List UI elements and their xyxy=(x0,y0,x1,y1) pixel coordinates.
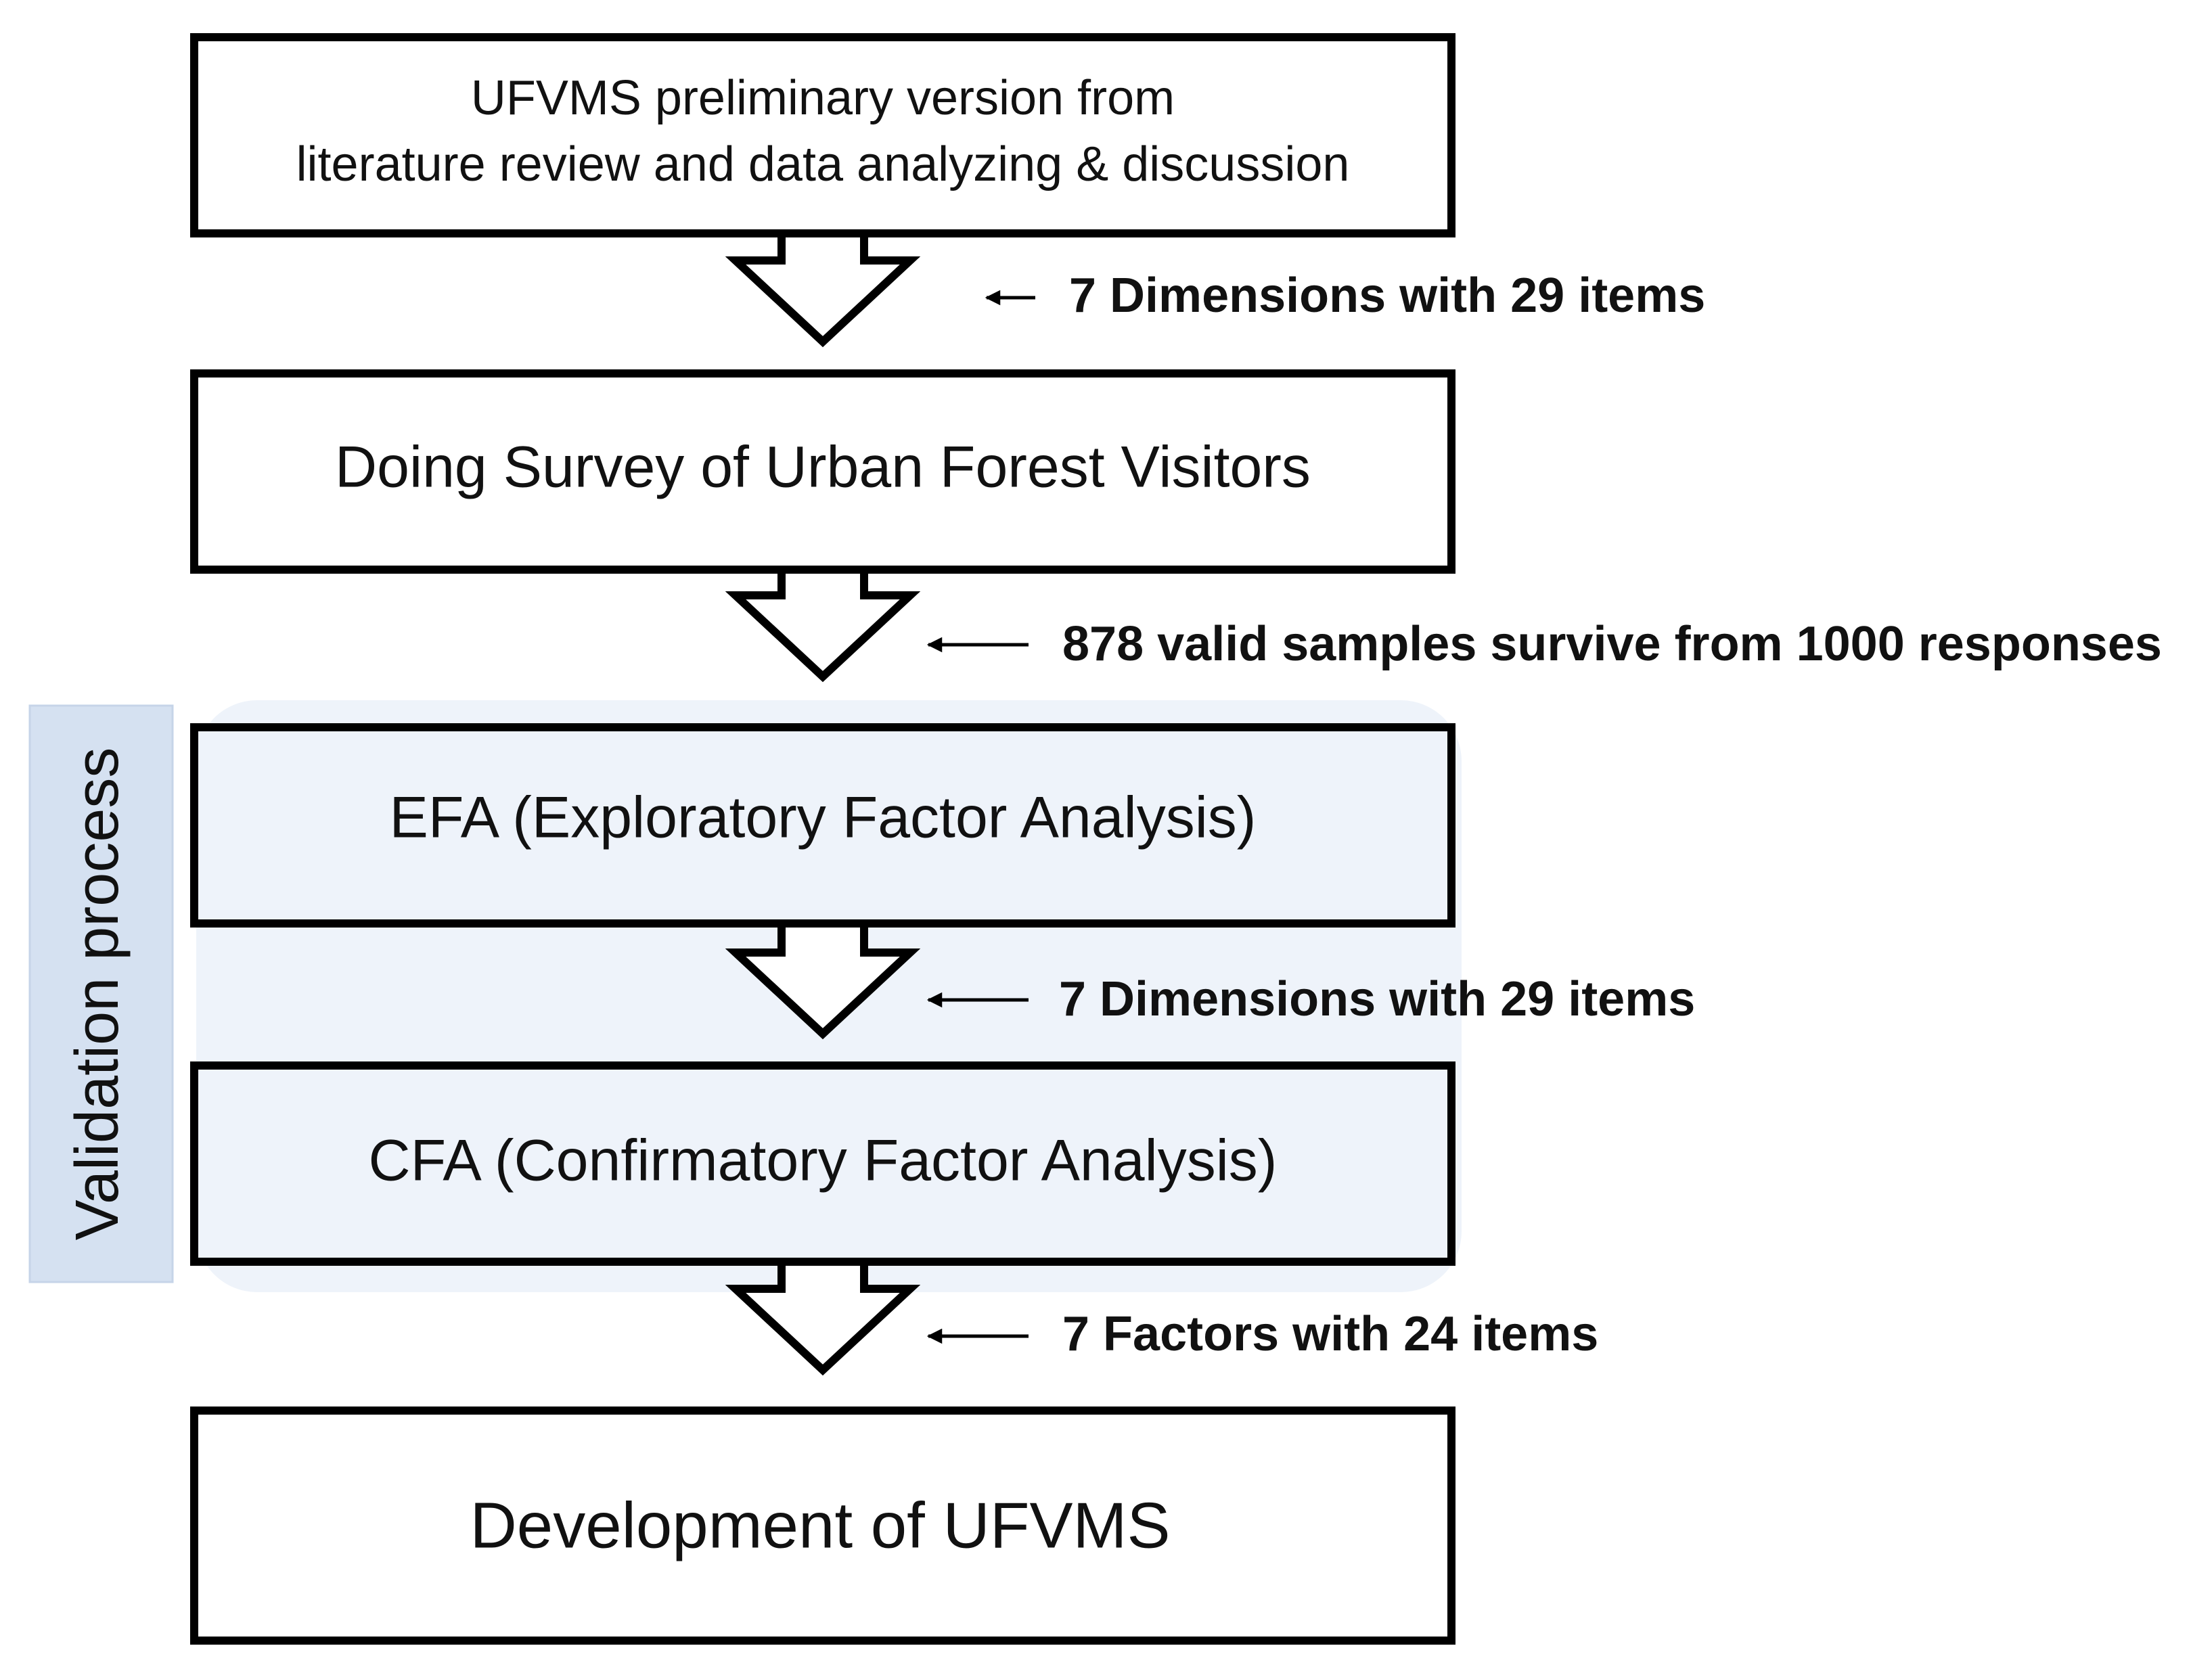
step-box-efa xyxy=(190,723,1455,928)
step-preliminary-line1: UFVMS preliminary version from xyxy=(471,71,1175,125)
step-efa-label: EFA (Exploratory Factor Analysis) xyxy=(390,785,1257,850)
flow-arrow-1 xyxy=(725,229,921,348)
step-box-cfa xyxy=(190,1061,1455,1266)
flow-arrow-4 xyxy=(725,1258,921,1376)
note-4: 7 Factors with 24 items xyxy=(1062,1307,1598,1361)
flow-arrow-3 xyxy=(725,919,921,1040)
step-box-development xyxy=(190,1407,1455,1645)
step-survey-label: Doing Survey of Urban Forest Visitors xyxy=(335,435,1311,500)
flow-arrow-2 xyxy=(725,566,921,683)
validation-label: Validation process xyxy=(64,748,131,1241)
step-cfa-label: CFA (Confirmatory Factor Analysis) xyxy=(369,1128,1278,1193)
note-3: 7 Dimensions with 29 items xyxy=(1059,972,1695,1026)
step-box-preliminary xyxy=(190,33,1455,237)
validation-label-box xyxy=(28,704,174,1283)
step-preliminary-line2: literature review and data analyzing & d… xyxy=(296,137,1350,191)
note-1: 7 Dimensions with 29 items xyxy=(1069,269,1705,323)
note-2: 878 valid samples survive from 1000 resp… xyxy=(1062,617,2162,671)
step-development-label: Development of UFVMS xyxy=(470,1489,1170,1561)
